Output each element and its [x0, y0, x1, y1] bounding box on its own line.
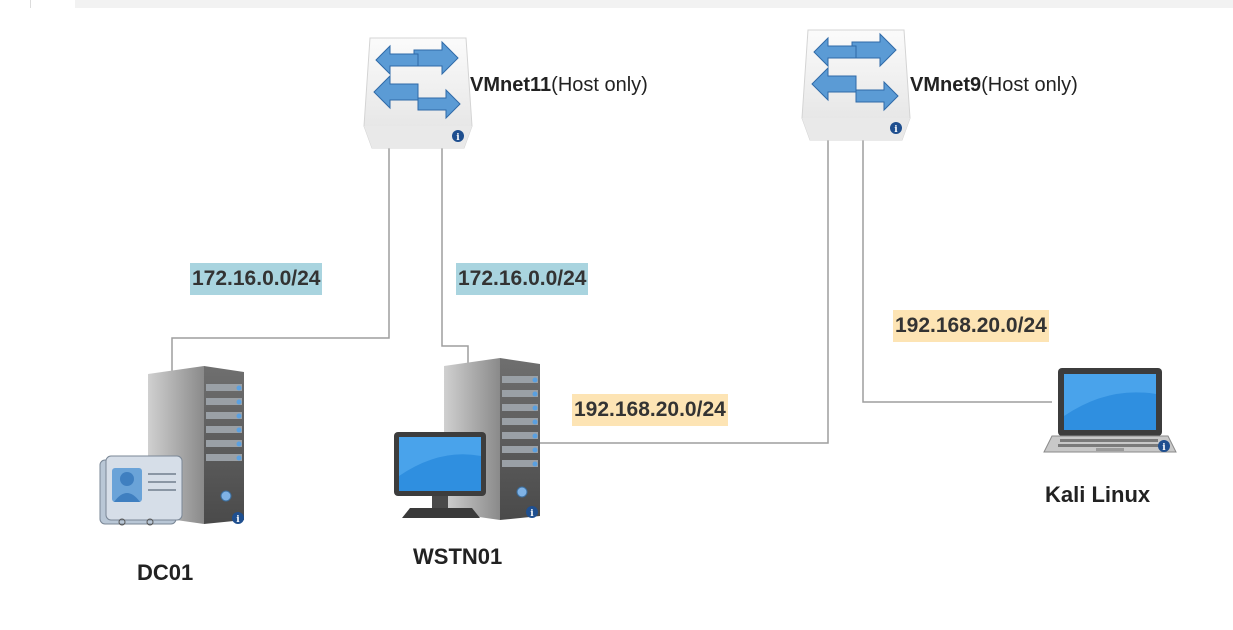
network-switch-icon: i — [801, 29, 911, 141]
svg-text:i: i — [530, 509, 534, 519]
kali-node[interactable]: i — [1042, 366, 1178, 462]
info-icon — [890, 122, 902, 134]
info-icon — [232, 512, 244, 524]
dc01-node[interactable]: i — [94, 364, 254, 530]
svg-text:i: i — [456, 133, 460, 143]
subnet-label-dc01: 172.16.0.0/24 — [190, 263, 323, 295]
svg-text:i: i — [1162, 443, 1166, 453]
switch-vmnet11[interactable]: i — [362, 36, 474, 152]
wstn01-node[interactable]: i — [392, 356, 552, 528]
directory-server-icon: i — [99, 366, 244, 526]
kali-label: Kali Linux — [1045, 482, 1151, 507]
info-icon — [452, 130, 464, 142]
info-icon — [526, 506, 538, 518]
switch-vmnet9[interactable]: i — [800, 28, 912, 144]
link-wstn01-vmnet11 — [441, 148, 469, 368]
subnet-label-wstn01-vmnet11: 172.16.0.0/24 — [456, 263, 589, 295]
network-switch-icon: i — [363, 37, 473, 149]
svg-text:i: i — [894, 125, 898, 135]
svg-text:i: i — [236, 515, 240, 525]
info-icon — [1158, 440, 1170, 452]
switch-vmnet9-label: VMnet9(Host only) — [910, 74, 1078, 96]
wstn01-label: WSTN01 — [413, 544, 503, 569]
laptop-icon: i — [1043, 368, 1177, 453]
subnet-label-wstn01-vmnet9: 192.168.20.0/24 — [572, 394, 728, 426]
left-divider — [30, 0, 31, 8]
subnet-label-kali: 192.168.20.0/24 — [893, 310, 1049, 342]
switch-vmnet11-label: VMnet11(Host only) — [470, 74, 648, 96]
link-dc01-vmnet11 — [171, 148, 390, 372]
top-toolbar-strip — [75, 0, 1233, 8]
workstation-server-icon: i — [394, 358, 540, 520]
link-wstn01-vmnet9 — [540, 140, 829, 444]
link-kali-vmnet9 — [862, 140, 1052, 403]
dc01-label: DC01 — [137, 560, 194, 585]
